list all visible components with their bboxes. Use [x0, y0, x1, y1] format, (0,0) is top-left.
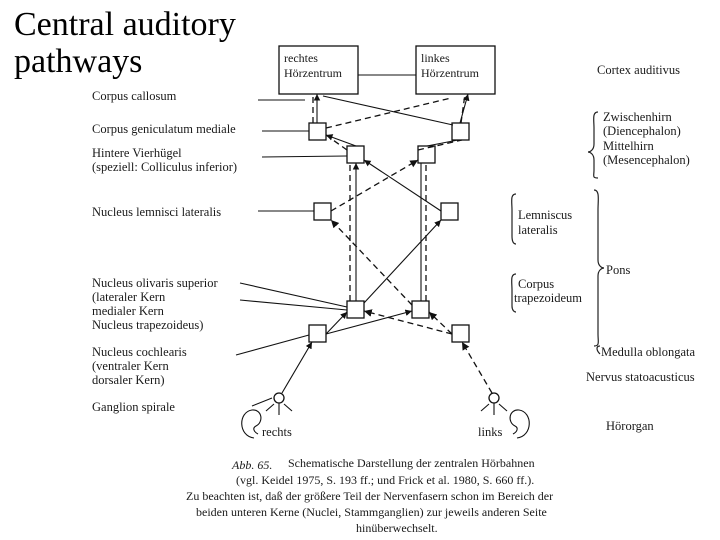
label-corpus-callosum: Corpus callosum	[92, 89, 177, 103]
right-hearing-center-line-2: Hörzentrum	[284, 66, 343, 80]
leader-lines	[235, 99, 348, 407]
node-lemnisci-left	[440, 202, 459, 221]
caption-note-line-3: hinüberwechselt.	[356, 521, 438, 535]
label-nervus: Nervus statoacusticus	[586, 370, 695, 384]
node-olivaris-left	[411, 300, 430, 319]
node-olivaris-right	[346, 300, 365, 319]
node-geniculatum-right	[308, 122, 327, 141]
node-cochlearis-left	[451, 324, 470, 343]
left-ear-ganglion	[480, 392, 508, 415]
label-olivaris-4: Nucleus trapezoideus)	[92, 318, 203, 332]
caption-title-prefix: Abb. 65.	[231, 458, 272, 472]
label-corpus-trapez-2: trapezoideum	[514, 291, 582, 305]
brace-trapezoideum	[511, 273, 517, 313]
node-lemnisci-right	[313, 202, 332, 221]
pathway-solid	[281, 93, 470, 394]
label-zwischenhirn-4: (Mesencephalon)	[603, 153, 690, 167]
caption-note-line-1: Zu beachten ist, daß der größere Teil de…	[186, 489, 553, 503]
label-vierhuegel-2: (speziell: Colliculus inferior)	[92, 160, 237, 174]
left-ear-icon	[509, 409, 530, 439]
left-hearing-center-box: linkes Hörzentrum	[415, 45, 496, 95]
node-cochlearis-right	[308, 324, 327, 343]
node-vierhuegel-left	[417, 145, 436, 164]
label-pons: Pons	[606, 263, 630, 277]
node-geniculatum-left	[451, 122, 470, 141]
label-lemniscus-2: lateralis	[518, 223, 558, 237]
right-hearing-center-line-1: rechtes	[284, 51, 318, 65]
caption-note-line-2: beiden unteren Kerne (Nuclei, Stammgangl…	[196, 505, 547, 519]
left-hearing-center-line-1: linkes	[421, 51, 450, 65]
label-cochlearis-3: dorsaler Kern)	[92, 373, 165, 387]
label-cortex: Cortex auditivus	[597, 63, 680, 77]
left-hearing-center-line-2: Hörzentrum	[421, 66, 480, 80]
label-cochlearis-2: (ventraler Kern	[92, 359, 169, 373]
label-olivaris-1: Nucleus olivaris superior	[92, 276, 219, 290]
label-corpus-geniculatum: Corpus geniculatum mediale	[92, 122, 236, 136]
brace-zwischenhirn	[587, 111, 599, 179]
label-zwischenhirn-1: Zwischenhirn	[603, 110, 672, 124]
right-ear-icon	[241, 409, 262, 439]
right-hearing-center-box: rechtes Hörzentrum	[278, 45, 359, 95]
label-corpus-trapez-1: Corpus	[518, 277, 554, 291]
label-cochlearis-1: Nucleus cochlearis	[92, 345, 187, 359]
slide-title-line-2: pathways	[14, 43, 143, 80]
brace-medulla	[596, 345, 601, 355]
label-ear-right: rechts	[262, 425, 292, 439]
label-olivaris-2: (lateraler Kern	[92, 290, 166, 304]
caption-ref: (vgl. Keidel 1975, S. 193 ff.; und Frick…	[236, 473, 534, 487]
label-zwischenhirn-3: Mittelhirn	[603, 139, 654, 153]
label-hoerorgan: Hörorgan	[606, 419, 654, 433]
label-olivaris-3: medialer Kern	[92, 304, 165, 318]
caption-title-rest: Schematische Darstellung der zentralen H…	[288, 456, 535, 470]
right-ear-ganglion	[265, 392, 293, 415]
brace-pons	[593, 189, 605, 347]
label-lemniscus-1: Lemniscus	[518, 208, 572, 222]
label-vierhuegel-1: Hintere Vierhügel	[92, 146, 182, 160]
label-ear-left: links	[478, 425, 502, 439]
label-lemnisci: Nucleus lemnisci lateralis	[92, 205, 221, 219]
node-vierhuegel-right	[346, 145, 365, 164]
pathway-dashed	[312, 93, 493, 394]
brace-lemniscus	[511, 193, 517, 245]
label-medulla: Medulla oblongata	[601, 345, 696, 359]
label-zwischenhirn-2: (Diencephalon)	[603, 124, 681, 138]
slide-title-line-1: Central auditory	[14, 6, 236, 43]
slide-title: Central auditory pathways	[14, 6, 274, 80]
label-ganglion: Ganglion spirale	[92, 400, 175, 414]
